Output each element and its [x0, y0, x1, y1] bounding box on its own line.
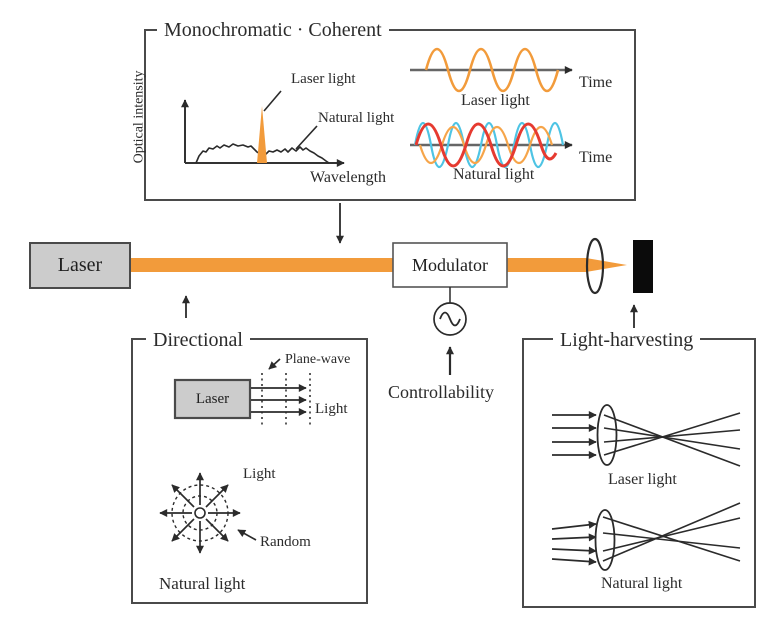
focusing-lens: [585, 237, 605, 295]
laser-wave-caption: Laser light: [461, 92, 530, 109]
ac-sine-glyph: [439, 311, 461, 327]
controllability-label: Controllability: [388, 382, 494, 402]
laser-label-pointer-line: [263, 90, 282, 112]
radial-light-label: Light: [243, 466, 276, 482]
radial-ray-nw: [171, 484, 195, 508]
laser-spectrum-spike: [257, 106, 267, 163]
harvest-natural-ray-in-1: [551, 520, 597, 530]
harvest-laser-ray-out-1: [603, 414, 741, 467]
modulator-label: Modulator: [412, 254, 488, 275]
harvest-laser-lens: [596, 404, 618, 466]
natural-wave-caption: Natural light: [453, 166, 535, 183]
radial-ray-sw: [171, 518, 195, 542]
laser-beam: [130, 258, 627, 272]
harvest-natural-ray-out-4: [602, 502, 741, 562]
harvest-natural-caption: Natural light: [601, 575, 683, 592]
target-screen: [633, 240, 653, 293]
monochromatic-box-frame: [144, 29, 636, 201]
plane-wave-label: Plane-wave: [285, 352, 351, 367]
radial-center-point: [194, 507, 206, 519]
harvest-natural-ray-in-3: [551, 546, 597, 555]
spectrum-laser-light-label: Laser light: [291, 71, 356, 87]
harvest-laser-ray-out-3: [603, 429, 741, 443]
plane-wave-pointer-arrow: [268, 358, 281, 370]
directional-natural-light-caption: Natural light: [159, 574, 246, 593]
directional-light-label: Light: [315, 401, 348, 417]
harvest-natural-ray-out-1: [602, 516, 741, 562]
spectrum-natural-light-label: Natural light: [318, 110, 395, 126]
natural-wave-time-label: Time: [579, 149, 613, 166]
directional-laser-label: Laser: [195, 390, 230, 407]
random-pointer-arrow: [237, 529, 257, 541]
harvest-laser-caption: Laser light: [608, 471, 677, 488]
harvest-natural-lens: [594, 509, 616, 571]
laser-source-label: Laser: [57, 254, 103, 276]
natural-sine-wave-red: [414, 122, 558, 168]
laser-sine-wave: [424, 47, 560, 93]
monochromatic-box-title: Monochromatic · Coherent: [157, 19, 389, 42]
harvesting-box-title: Light-harvesting: [553, 329, 701, 352]
spectrum-y-axis-label: Optical intensity: [131, 70, 147, 164]
radial-ray-se: [205, 518, 229, 542]
random-label: Random: [260, 534, 311, 550]
directional-laser-box: [173, 378, 252, 420]
harvest-laser-ray-out-4: [603, 412, 741, 456]
harvest-natural-ray-out-3: [602, 517, 741, 552]
directional-box-title: Directional: [146, 329, 250, 352]
natural-label-pointer-line: [295, 125, 318, 150]
harvest-natural-ray-in-4: [551, 557, 597, 566]
radial-ray-ne: [205, 484, 229, 508]
spectrum-x-axis-label: Wavelength: [310, 169, 387, 186]
laser-source-box: [29, 242, 131, 289]
natural-sine-wave-cyan: [413, 122, 565, 168]
harvest-natural-ray-in-2: [551, 533, 597, 542]
harvest-natural-ray-out-2: [602, 532, 741, 549]
laser-wave-time-label: Time: [579, 74, 613, 91]
harvest-laser-ray-out-2: [603, 427, 741, 450]
